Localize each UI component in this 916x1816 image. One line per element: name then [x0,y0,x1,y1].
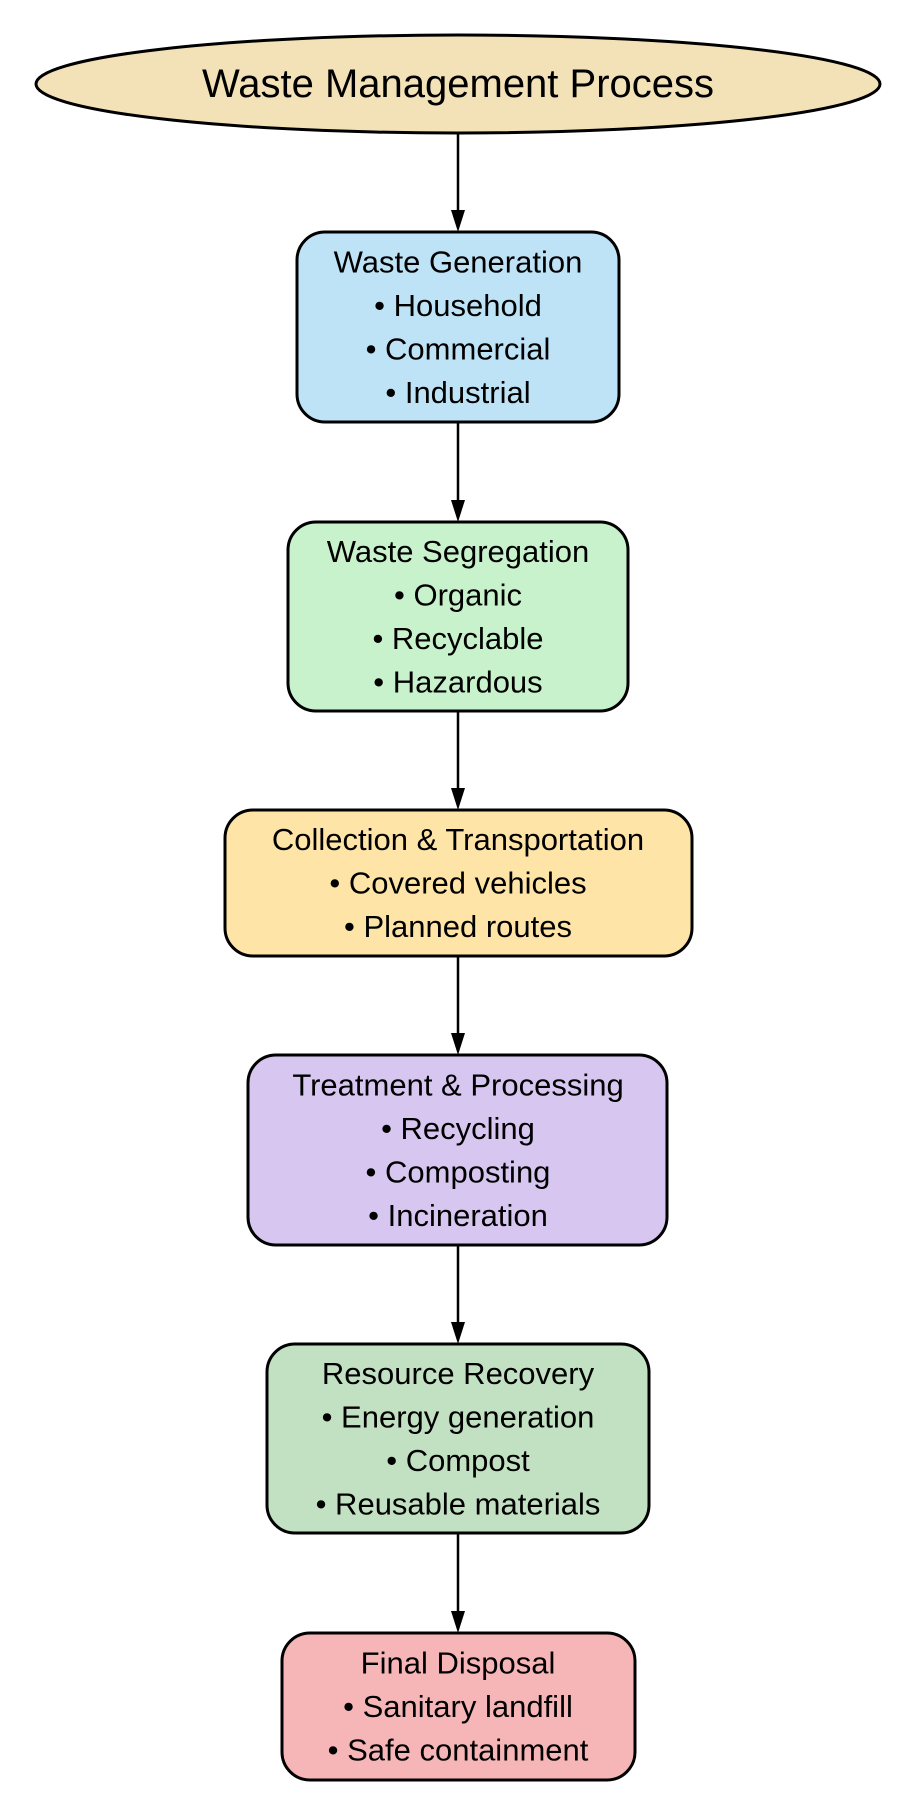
node-item: • Recyclable [372,621,543,656]
node-item: • Household [374,288,542,323]
title-ellipse [34,33,882,135]
node-title: Collection & Transportation [272,822,644,857]
node-recovery: Resource Recovery • Energy generation • Co… [265,1342,651,1535]
arrowhead-icon [451,1033,465,1055]
node-treatment: Treatment & Processing • Recycling • Compo… [246,1053,669,1247]
node-item: • Incineration [368,1198,548,1233]
node-item: • Energy generation [322,1399,595,1434]
node-item: • Hazardous [373,664,542,699]
edges [451,133,465,1633]
node-title: Waste Generation [334,244,583,279]
node-item: • Reusable materials [316,1486,601,1521]
process-nodes: Waste Generation • Household • Commercial •… [223,230,694,1782]
node-item: • Composting [366,1154,551,1189]
node-item: • Sanitary landfill [343,1689,573,1724]
node-collection: Collection & Transportation • Covered veh… [223,808,694,958]
node-item: • Compost [386,1443,530,1478]
node-item: • Safe containment [328,1733,589,1768]
diagram-title: Waste Management Process [202,62,714,106]
node-disposal: Final Disposal • Sanitary landfill • Safe … [280,1631,637,1782]
node-item: • Organic [394,577,522,612]
node-segregation: Waste Segregation • Organic • Recyclable • … [286,520,630,713]
node-item: • Recycling [381,1111,535,1146]
node-item: • Industrial [385,375,530,410]
arrowhead-icon [451,1611,465,1633]
node-item: • Commercial [366,331,551,366]
node-item: • Covered vehicles [329,866,586,901]
title-node: Waste Management Process [34,33,882,135]
node-item: • Planned routes [344,909,572,944]
node-box [295,230,621,424]
node-box [280,1631,637,1782]
arrowhead-icon [451,500,465,522]
node-box [286,520,630,713]
node-title: Waste Segregation [327,534,590,569]
node-box [223,808,694,958]
node-box [246,1053,669,1247]
node-box [265,1342,651,1535]
arrowhead-icon [451,788,465,810]
arrowhead-icon [451,210,465,232]
node-title: Treatment & Processing [292,1067,623,1102]
arrowhead-icon [451,1322,465,1344]
node-title: Final Disposal [361,1646,556,1681]
node-generation: Waste Generation • Household • Commercial •… [295,230,621,424]
node-title: Resource Recovery [322,1356,595,1391]
